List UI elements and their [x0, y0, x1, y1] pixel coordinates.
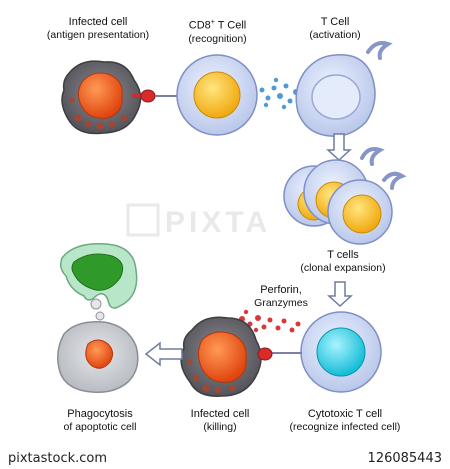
label-phagocytosis: Phagocytosis of apoptotic cell — [40, 408, 160, 434]
apoptotic-fragments — [90, 298, 105, 321]
arrow-down-1 — [326, 133, 352, 162]
infected-cell-killing — [180, 316, 273, 397]
immune-response-diagram: PIXTA — [57, 41, 407, 397]
label-cd8-t-cell: CD8+ T Cell (recognition) — [160, 16, 275, 46]
infected-cell-antigen-presentation — [61, 60, 178, 135]
stock-image-id: 126085443 — [367, 451, 442, 466]
label-title: Infected cell — [68, 16, 128, 28]
label-sub: (activation) — [309, 29, 361, 41]
label-sub: of apoptotic cell — [63, 421, 137, 433]
label-infected-cell-top: Infected cell (antigen presentation) — [38, 16, 158, 42]
stock-footer: pixtastock.com 126085443 — [0, 447, 450, 469]
label-title: CD8 — [188, 19, 211, 32]
phagocyte — [59, 243, 138, 309]
label-sup: + — [210, 19, 215, 26]
label-line2: Granzymes — [254, 297, 308, 309]
label-title: T cells — [327, 249, 359, 261]
label-infected-cell-bottom: Infected cell (killing) — [170, 408, 270, 434]
label-sub: (antigen presentation) — [46, 29, 150, 41]
label-sub: (killing) — [203, 421, 237, 433]
watermark: PIXTA — [126, 203, 271, 239]
stock-brand: pixtastock.com — [8, 451, 108, 466]
watermark-text: PIXTA — [165, 206, 271, 239]
apoptotic-cell — [57, 321, 139, 394]
label-sub: (recognition) — [188, 32, 247, 45]
label-title: T Cell — [320, 16, 350, 28]
label-sub: (clonal expansion) — [300, 262, 386, 274]
label-t-cell-activation: T Cell (activation) — [290, 16, 380, 42]
label-title-rest: T Cell — [214, 19, 247, 32]
label-perforin: Perforin, Granzymes — [236, 284, 326, 310]
label-sub: (recognize infected cell) — [289, 421, 401, 433]
label-title: Infected cell — [190, 408, 250, 420]
cd8-t-cell — [176, 54, 258, 136]
cytotoxic-t-cell — [272, 311, 382, 393]
label-t-cells-expansion: T cells (clonal expansion) — [288, 249, 398, 275]
label-line1: Perforin, — [260, 284, 302, 296]
t-cell-activated — [295, 41, 393, 137]
perforin-granzyme-dots — [233, 309, 301, 333]
label-title: Cytotoxic T cell — [307, 408, 383, 420]
arrow-down-2 — [327, 281, 353, 308]
t-cells-clonal-expansion — [283, 147, 407, 245]
label-title: Phagocytosis — [67, 408, 133, 420]
label-cytotoxic-t-cell: Cytotoxic T cell (recognize infected cel… — [280, 408, 410, 434]
arrow-left — [144, 341, 183, 367]
